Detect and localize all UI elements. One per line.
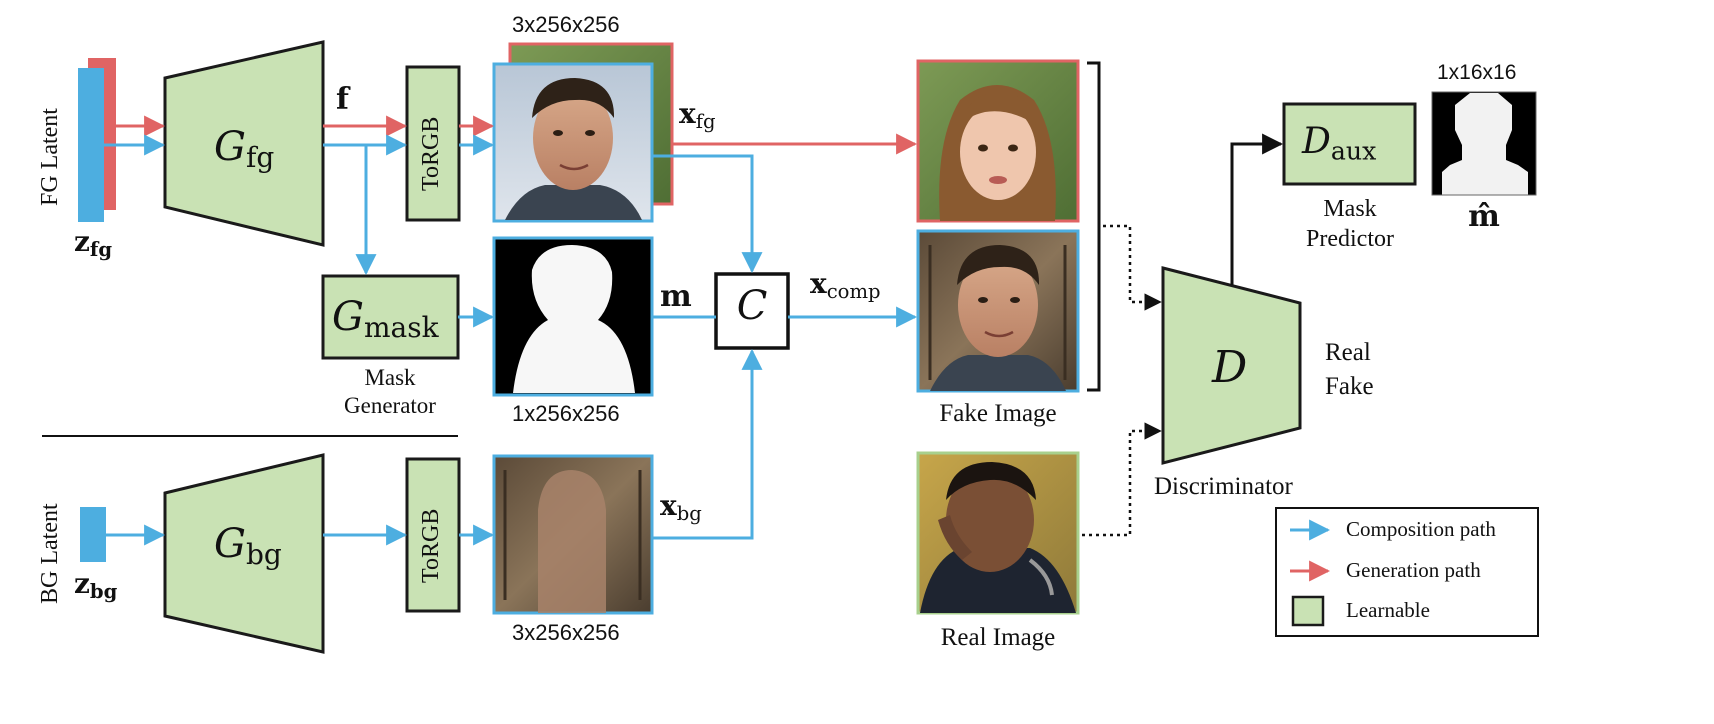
composition-op-label: C <box>736 283 768 329</box>
legend-learnable-swatch <box>1291 595 1325 627</box>
predicted-mask-silhouette-mask-icon <box>1431 91 1537 196</box>
fake-composite-face-photo-icon <box>916 229 1080 393</box>
f-feature-label: f <box>336 82 349 117</box>
fg-latent-blue-bar <box>78 68 104 222</box>
mask-shape-label: 1x256x256 <box>512 401 620 426</box>
arrow-xbg-to-c <box>652 348 763 540</box>
zfg-symbol: zfg <box>74 225 113 261</box>
xbg-background-photo-icon <box>492 454 654 615</box>
legend-generation-label: Generation path <box>1346 558 1481 582</box>
torgb-fg-label: ToRGB <box>418 116 444 191</box>
xcomp-label: xcomp <box>810 267 881 303</box>
arrow-xfg-to-c-blue <box>652 154 763 274</box>
xbg-shape-label: 3x256x256 <box>512 620 620 645</box>
daux-symbol: Daux <box>1302 121 1377 166</box>
zbg-symbol: zbg <box>74 567 118 603</box>
composition-op-box <box>714 272 790 350</box>
fake-image-caption: Fake Image <box>939 400 1057 427</box>
g-bg-generator-icon <box>163 453 325 654</box>
mask-predictor-caption-1: Mask <box>1323 196 1377 222</box>
xbg-label: xbg <box>660 489 702 525</box>
discriminator-symbol: D <box>1212 342 1248 393</box>
d-aux-box <box>1282 102 1417 186</box>
gmask-symbol: Gmask <box>332 294 439 344</box>
mask-generator-caption-1: Mask <box>364 365 416 390</box>
xfg-shape-label: 3x256x256 <box>512 12 620 37</box>
real-image-caption: Real Image <box>940 624 1056 651</box>
fg-latent-label: FG Latent <box>37 108 63 206</box>
g-mask-box <box>321 274 460 360</box>
mask-predictor-caption-2: Predictor <box>1306 226 1394 252</box>
xfg-face-photo-icon <box>492 62 654 223</box>
torgb-bg-label: ToRGB <box>418 508 444 583</box>
legend-composition-label: Composition path <box>1346 517 1496 541</box>
discriminator-caption: Discriminator <box>1154 473 1293 500</box>
torgb-fg-box <box>405 65 461 222</box>
output-real-label: Real <box>1325 339 1371 366</box>
output-fake-label: Fake <box>1325 373 1374 400</box>
torgb-bg-box <box>405 457 461 613</box>
legend-learnable-label: Learnable <box>1346 598 1430 622</box>
gbg-symbol: Gbg <box>214 521 282 571</box>
arrow-fake-to-discriminator <box>1103 224 1162 311</box>
arrow-discriminator-to-daux <box>1230 133 1284 285</box>
fake-girl-face-photo-icon <box>916 59 1080 223</box>
discriminator-trapezoid-discriminator-icon <box>1161 266 1302 465</box>
real-face-photo-icon <box>916 451 1080 615</box>
mask-silhouette-mask-icon <box>492 236 654 397</box>
gfg-symbol: Gfg <box>214 124 275 174</box>
arrow-real-to-discriminator <box>1082 422 1162 537</box>
mask-generator-caption-2: Generator <box>344 393 436 418</box>
bg-latent-blue-bar <box>80 507 106 562</box>
m-hat-label: m̂ <box>1468 199 1500 234</box>
xfg-label: xfg <box>679 97 716 133</box>
g-fg-generator-icon <box>163 40 325 247</box>
m-label: m <box>660 279 692 314</box>
aux-mask-shape-label: 1x16x16 <box>1437 61 1517 84</box>
fake-bracket <box>1087 61 1101 392</box>
bg-latent-label: BG Latent <box>37 503 63 604</box>
